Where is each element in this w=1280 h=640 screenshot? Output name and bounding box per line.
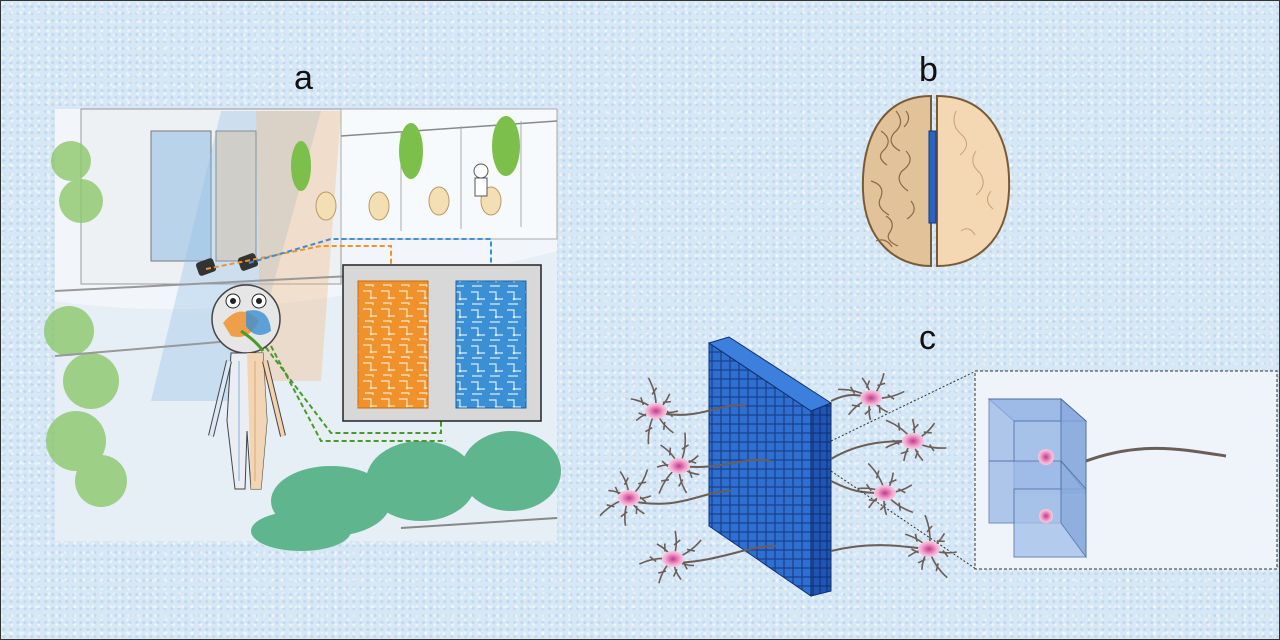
- panel-label-b: b: [919, 51, 938, 89]
- neuron-icon: [630, 377, 679, 445]
- blue-link: [248, 238, 492, 276]
- neuron-icon: [838, 372, 905, 421]
- neuron-icon: [639, 530, 702, 584]
- orange-link: [205, 245, 392, 276]
- camera-icon: [195, 253, 259, 276]
- neuron-icon: [904, 514, 957, 579]
- neuron-icon: [656, 432, 700, 494]
- electrode-array-icon: [707, 336, 833, 597]
- neuron-icon: [857, 462, 914, 516]
- neuron-icon: [885, 418, 947, 462]
- chip-icon: [342, 264, 542, 422]
- zoom-box: [974, 370, 1278, 570]
- child-figure: [208, 284, 286, 490]
- green-link: [260, 340, 456, 434]
- brain-icon: [861, 94, 1011, 268]
- panel-label-c: c: [919, 319, 936, 357]
- panel-label-a: a: [294, 59, 313, 97]
- neuron-icon: [599, 469, 652, 526]
